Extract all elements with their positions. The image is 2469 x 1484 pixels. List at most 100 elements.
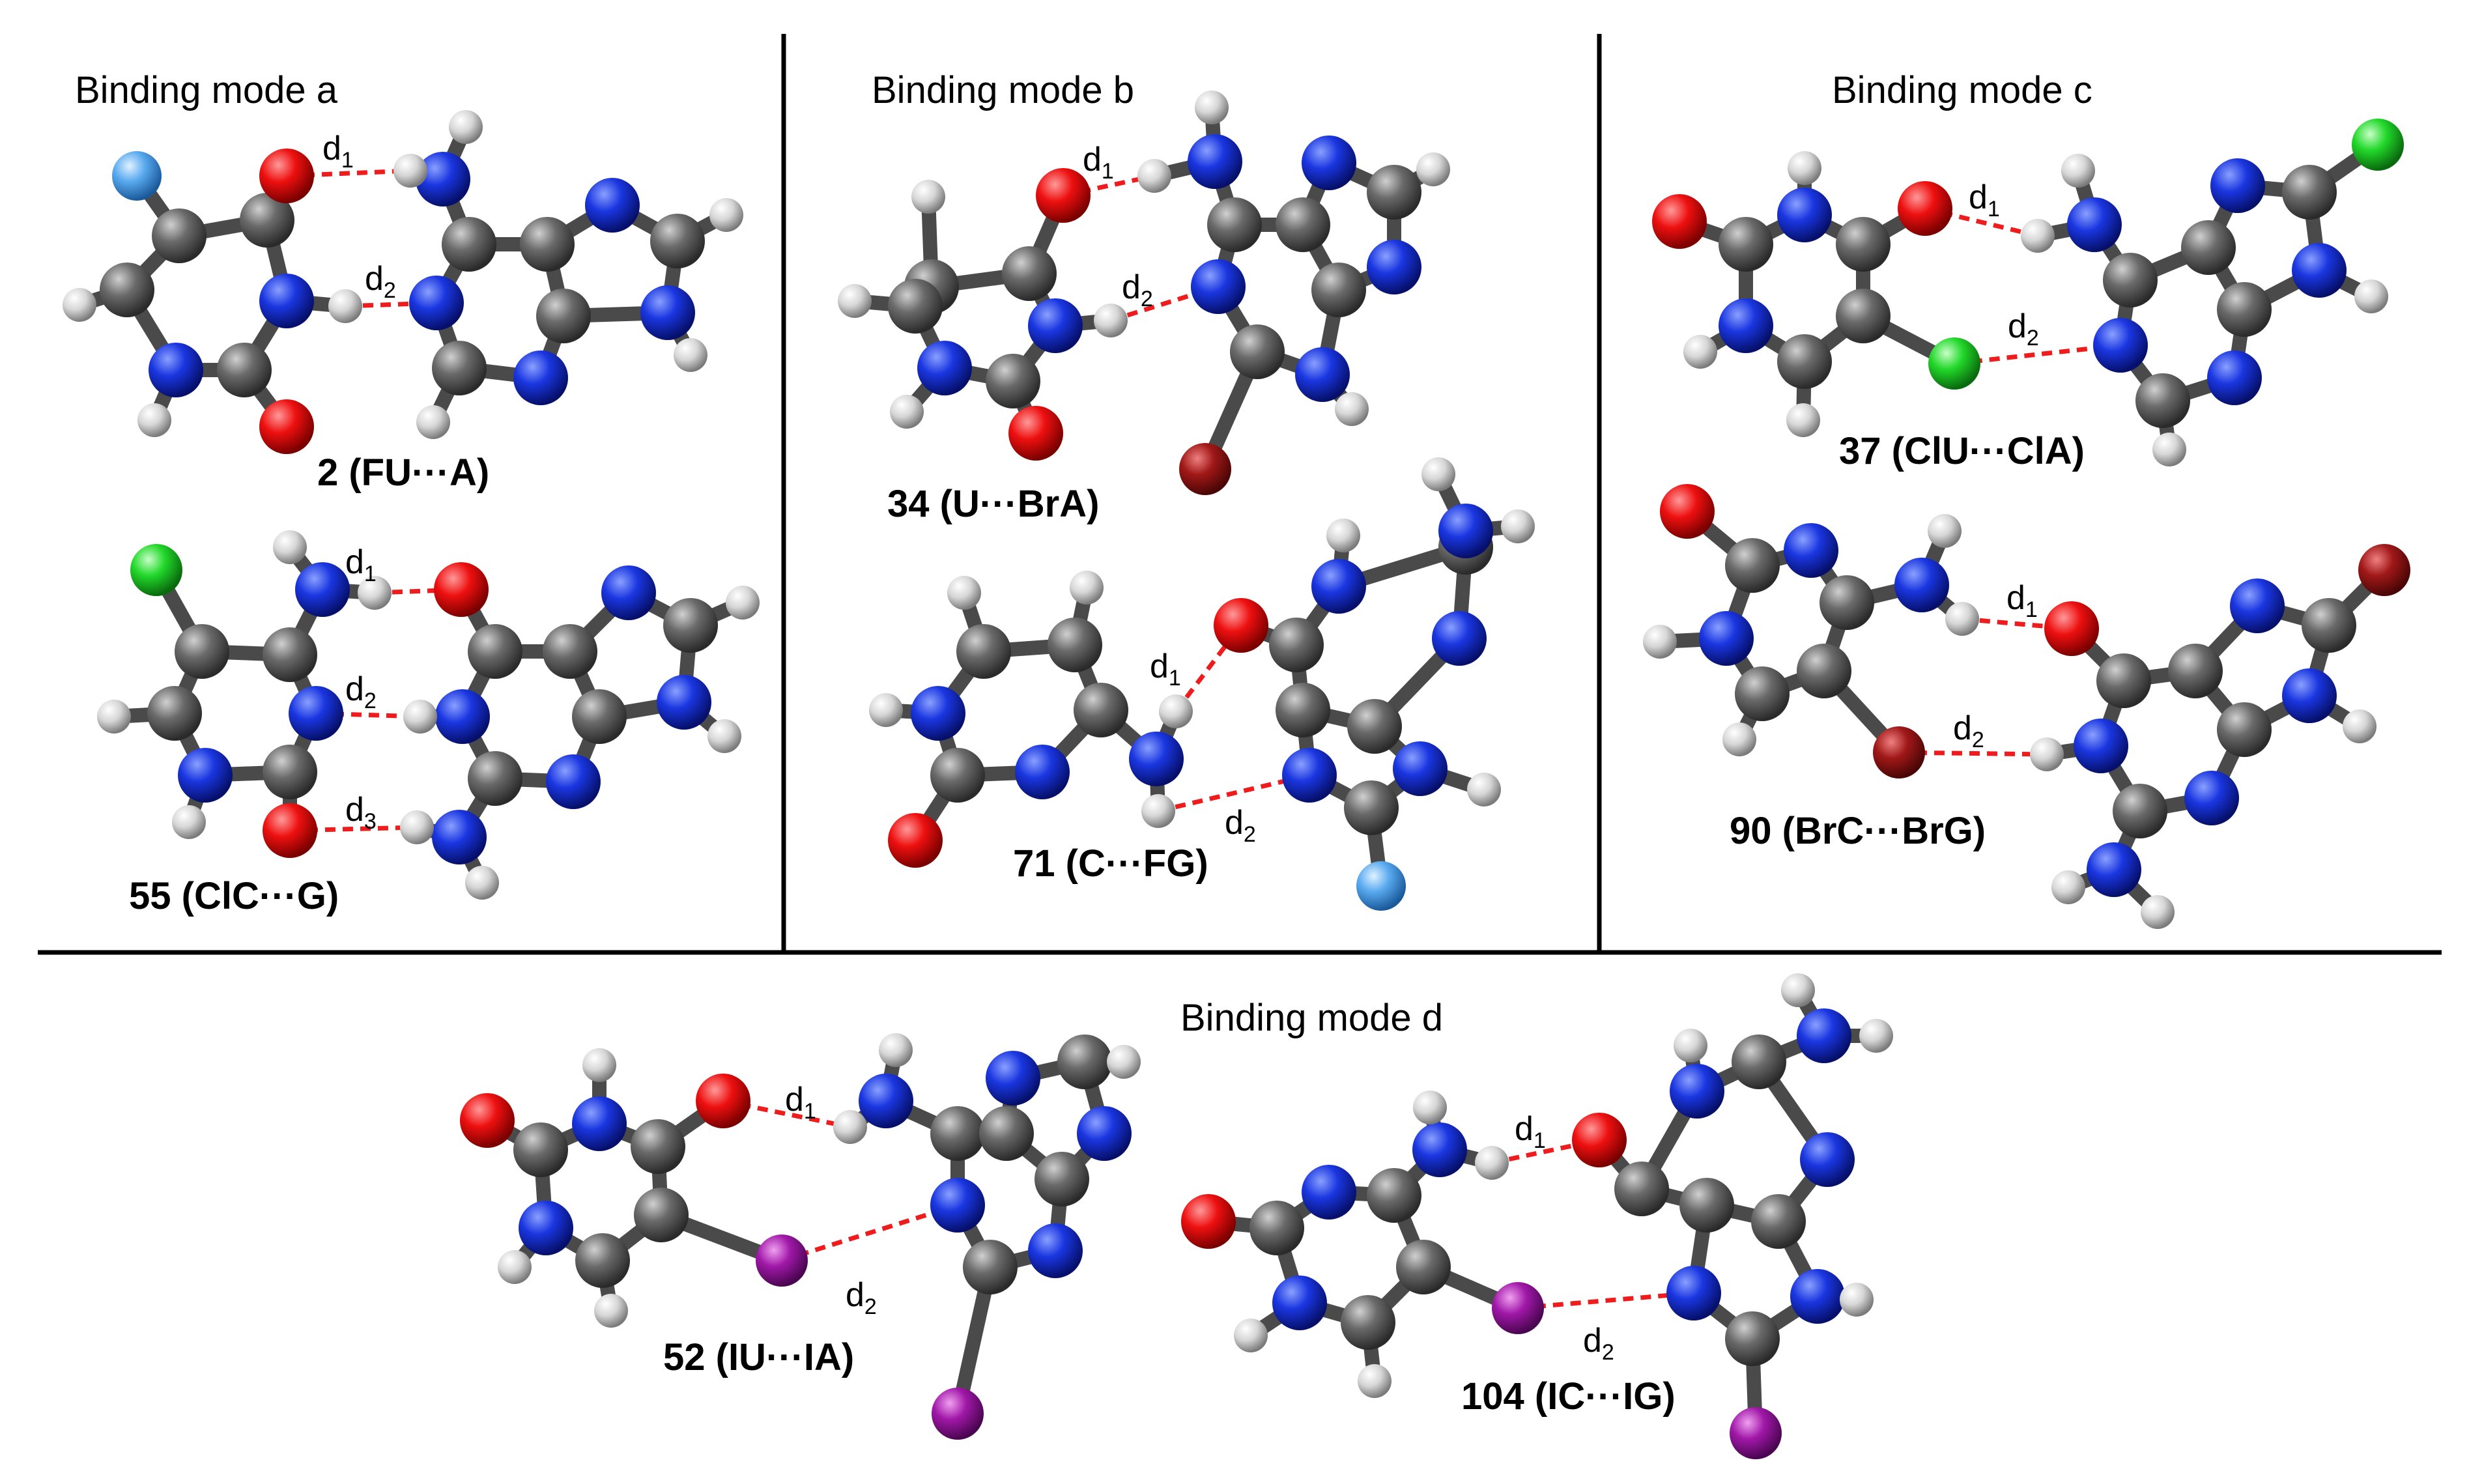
complex-label-2: 2 (FU···A) [317, 451, 489, 494]
distance-label-subscript: 2 [384, 278, 396, 303]
distance-label-d1: d1 [2006, 579, 2038, 622]
atom-o [1181, 1194, 1236, 1249]
complex-label-90: 90 (BrC···BrG) [1730, 810, 1986, 852]
atom-h [1195, 91, 1229, 124]
atom-n [1295, 347, 1350, 402]
atom-n [1028, 298, 1083, 353]
distance-label-letter: d [345, 543, 364, 581]
distance-label-subscript: 1 [2025, 597, 2038, 622]
atom-n [1188, 134, 1242, 189]
atom-n [1894, 558, 1949, 612]
atom-n [409, 276, 464, 330]
atom-br [1873, 726, 1925, 778]
atom-h [1326, 519, 1360, 552]
atom-c [2113, 784, 2167, 838]
atom-h [498, 1250, 532, 1284]
atom-c [513, 1122, 568, 1177]
atom-c [100, 263, 154, 317]
distance-label-d1: d1 [322, 130, 354, 173]
atom-h [1416, 152, 1450, 186]
atom-h [1928, 514, 1962, 548]
atom-cl [2352, 119, 2404, 171]
atom-n [657, 675, 711, 730]
atom-c [240, 193, 294, 248]
panel-b-title: Binding mode b [872, 69, 1134, 111]
distance-label-letter: d [1969, 178, 1988, 216]
atom-n [859, 1074, 913, 1128]
atom-c [1732, 1035, 1786, 1089]
atom-o [888, 813, 943, 868]
atom-n [1077, 1106, 1132, 1161]
atom-f [112, 151, 162, 201]
atom-c [1614, 1162, 1669, 1216]
atom-n [640, 285, 695, 340]
atom-n [585, 178, 640, 233]
atom-n [1015, 745, 1070, 799]
atom-c [1777, 334, 1832, 389]
atom-h [2030, 737, 2064, 771]
atom-n [2074, 719, 2128, 773]
atom-c [1249, 1201, 1304, 1255]
hydrogen-bond-dashed [1517, 1291, 1694, 1311]
atom-h [2354, 279, 2388, 313]
atom-c [1797, 644, 1851, 698]
atom-c [1207, 197, 1262, 252]
distance-label-d2: d2 [1122, 268, 1153, 311]
atom-h [1788, 151, 1821, 185]
atom-n [149, 343, 203, 397]
atom-c [963, 1240, 1018, 1294]
atom-h [449, 110, 483, 144]
atom-c [2103, 253, 2158, 307]
atom-h [172, 805, 206, 839]
atom-h [1141, 794, 1175, 828]
atom-c [1751, 1194, 1806, 1249]
atom-n [2207, 350, 2262, 405]
atom-n [416, 152, 470, 207]
complex-label-37: 37 (ClU···ClA) [1839, 430, 2085, 472]
atom-c [442, 217, 496, 272]
atom-c [152, 208, 207, 263]
atom-c [2096, 653, 2151, 708]
distance-label-subscript: 3 [364, 809, 377, 834]
atom-c [930, 1106, 985, 1161]
distance-label-d2: d2 [345, 670, 377, 713]
atom-n [259, 274, 314, 328]
panel-dividers [38, 34, 2442, 955]
distance-label-subscript: 2 [864, 1294, 877, 1319]
atom-c [1735, 666, 1790, 721]
atom-c [468, 624, 522, 679]
distance-label-d2: d2 [365, 260, 396, 303]
atom-c [1679, 1178, 1734, 1233]
atom-n [1777, 188, 1832, 242]
distance-label-d2: d2 [846, 1276, 877, 1319]
atom-h [2343, 709, 2376, 743]
atom-n [2230, 578, 2285, 633]
atom-n [1670, 1064, 1724, 1119]
distance-label-subscript: 2 [1244, 822, 1256, 847]
atom-n [2282, 668, 2337, 723]
atom-c [1367, 165, 1421, 220]
atom-h [1674, 1029, 1707, 1063]
atom-c [575, 1233, 630, 1288]
atom-h [1421, 457, 1455, 491]
atom-c [2282, 165, 2337, 220]
atom-h [1781, 973, 1815, 1007]
atom-f [1356, 861, 1406, 911]
distance-label-d1: d1 [785, 1081, 816, 1124]
atom-h [726, 586, 760, 620]
complex-label-71: 71 (C···FG) [1013, 842, 1208, 885]
distance-label-d1: d1 [1969, 178, 2000, 221]
atom-o [2044, 601, 2099, 656]
atom-h [393, 154, 427, 188]
molecule-complex-34-u-bra [838, 91, 1450, 495]
atom-c [1396, 1240, 1451, 1294]
atom-n [1432, 611, 1487, 666]
atom-c [1057, 1035, 1112, 1089]
distance-label-d2: d2 [1953, 709, 1984, 752]
atom-h [1335, 392, 1369, 426]
atom-c [1725, 1311, 1780, 1366]
atom-h [1722, 722, 1756, 756]
distance-label-d1: d1 [1515, 1110, 1546, 1153]
atom-n [1666, 1266, 1721, 1320]
